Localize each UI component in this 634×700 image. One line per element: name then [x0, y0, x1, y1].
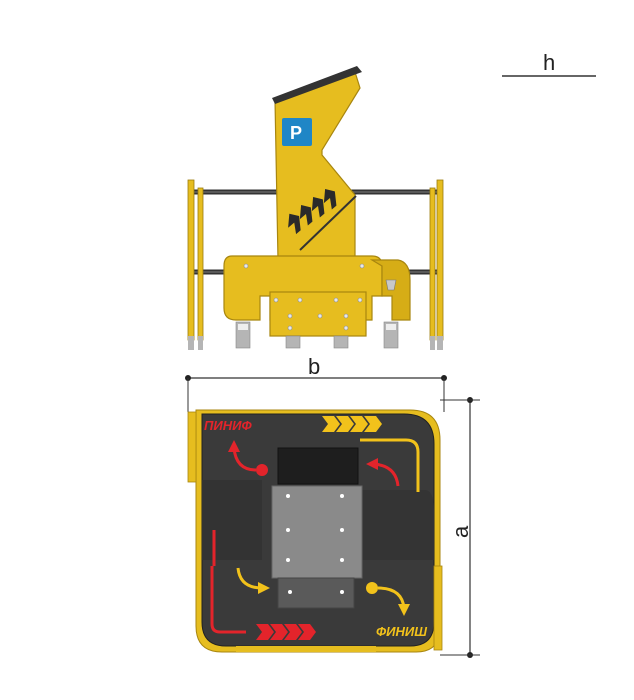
curved-arrow-icon: [236, 567, 270, 594]
chevron-arrows-icon: [322, 416, 382, 432]
front-view: P: [187, 66, 444, 350]
dimension-h-label: h: [543, 50, 555, 75]
sign-panel: P: [272, 66, 362, 261]
finish-text: ФИНИШ: [376, 624, 427, 639]
curved-arrow-icon: [366, 582, 410, 616]
bolts: [243, 263, 365, 331]
parking-sign-icon: [282, 118, 312, 146]
top-view: ПИНИФ ФИНИШ: [187, 409, 443, 653]
chevron-arrows-icon: [288, 189, 337, 235]
base-body: [223, 255, 411, 349]
dimension-b: b: [185, 354, 447, 412]
chevron-arrows-icon: [256, 624, 316, 640]
curved-arrow-icon: [228, 440, 268, 476]
dimension-a-label: a: [448, 525, 473, 538]
dimension-h: h: [502, 50, 596, 77]
dimension-b-label: b: [308, 354, 320, 379]
side-posts: [187, 179, 444, 350]
parking-sign-letter: P: [290, 123, 302, 143]
curved-arrow-icon: [366, 458, 400, 487]
start-text: ПИНИФ: [204, 418, 252, 433]
top-bolts: [286, 494, 344, 594]
dimension-a: a: [440, 397, 480, 658]
